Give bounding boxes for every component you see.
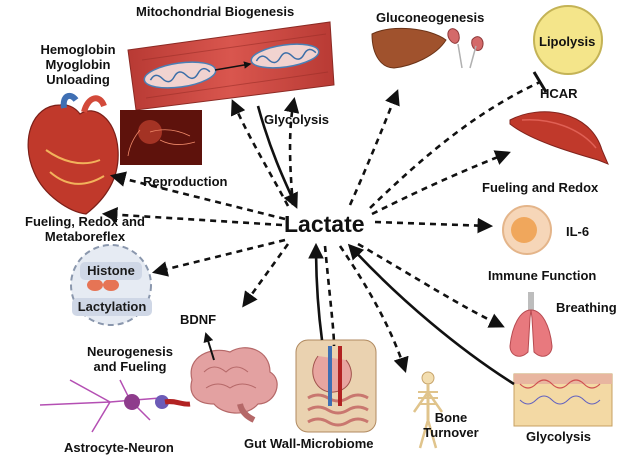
label-hemoglobin: Hemoglobin (40, 42, 116, 57)
label-fueling-redox-and: Fueling, Redox and (25, 214, 145, 229)
label-fueling-and-redox: Fueling and Redox (482, 180, 599, 195)
brain-illustration (190, 347, 278, 423)
label-lipolysis: Lipolysis (539, 34, 596, 49)
label-unloading: Unloading (46, 72, 110, 87)
label-astrocyte-neuron: Astrocyte-Neuron (64, 440, 174, 455)
heart-illustration (27, 92, 119, 215)
label-breathing: Breathing (556, 300, 617, 315)
label-bone-turnover: Bone Turnover (418, 410, 484, 440)
label-and-fueling: and Fueling (93, 359, 167, 374)
skeleton-illustration (412, 371, 444, 449)
fat-cell-illustration (533, 5, 603, 75)
astrocyte-neuron-illustration (39, 379, 191, 433)
label-neurogenesis: Neurogenesis (87, 344, 173, 359)
label-gut-wall-microbiome: Gut Wall-Microbiome (244, 436, 374, 451)
label-il-6: IL-6 (566, 224, 590, 239)
label-gluconeogenesis: Gluconeogenesis (376, 10, 485, 25)
label-fueling-redox-metaboreflex: Fueling, Redox and Metaboreflex (12, 214, 158, 244)
label-hemoglobin-myoglobin: Hemoglobin Myoglobin Unloading (38, 42, 118, 87)
reproduction-image (120, 110, 202, 165)
label-bdnf: BDNF (180, 312, 217, 327)
arrows (101, 71, 548, 386)
muscle-fiber-illustration (127, 21, 335, 111)
tissue-illustration (513, 373, 613, 427)
label-immune-function: Immune Function (488, 268, 597, 283)
label-metaboreflex: Metaboreflex (44, 229, 126, 244)
label-histone: Histone (80, 262, 142, 280)
label-mitochondrial-biogenesis: Mitochondrial Biogenesis (136, 4, 295, 19)
label-glycolysis-top: Glycolysis (264, 112, 330, 127)
label-glycolysis-bottom: Glycolysis (526, 429, 592, 444)
label-neurogenesis-fueling: Neurogenesis and Fueling (80, 344, 180, 374)
gut-illustration (295, 339, 377, 433)
liver-kidney-illustration (371, 27, 484, 69)
center-label-lactate: Lactate (284, 211, 365, 237)
immune-cell-illustration (502, 205, 552, 255)
label-reproduction: Reproduction (143, 174, 228, 189)
label-hcar: HCAR (540, 86, 578, 101)
label-myoglobin: Myoglobin (45, 57, 111, 72)
muscle-illustration (509, 111, 609, 165)
label-bone: Bone (434, 410, 468, 425)
label-lactylation: Lactylation (72, 298, 152, 316)
label-turnover: Turnover (423, 425, 479, 440)
lungs-illustration (509, 292, 553, 357)
